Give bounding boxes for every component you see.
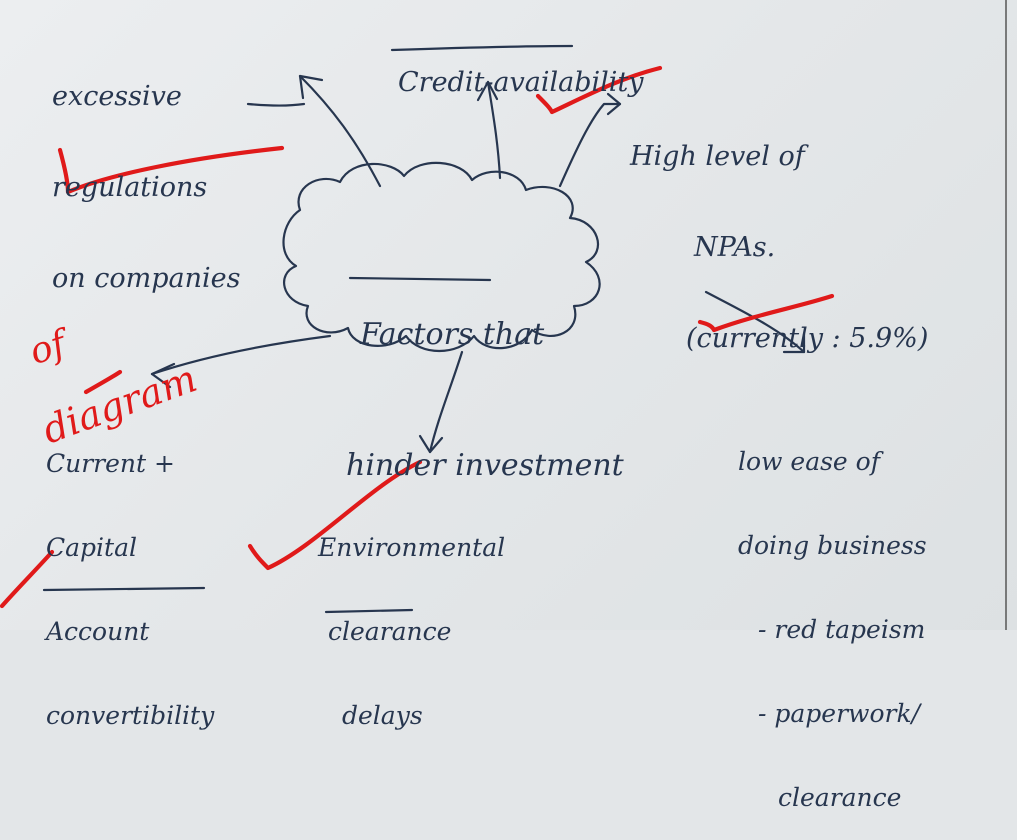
clearance-line-2: clearance — [328, 617, 452, 646]
red-tick-credit — [535, 65, 663, 115]
capital-account-line-1: Current + — [46, 449, 175, 478]
ease-line-3: - red tapeism — [758, 615, 926, 644]
arrow-to-credit — [486, 80, 502, 180]
capital-account-line-4: convertibility — [46, 701, 215, 730]
capital-account-line-3: Account — [46, 617, 150, 646]
ease-of-business-label: low ease of doing business - red tapeism… — [738, 392, 927, 840]
underline-regulations — [246, 102, 306, 107]
npas-line-2: NPAs. — [694, 232, 776, 264]
center-line-2: hinder investment — [346, 447, 624, 483]
arrow-head-npas — [606, 92, 622, 116]
regulations-line-1: excessive — [52, 81, 182, 113]
underline-credit — [390, 44, 574, 52]
underline-clearance — [324, 608, 414, 614]
clearance-line-3: delays — [342, 701, 423, 730]
clearance-line-1: Environmental — [318, 533, 506, 562]
center-cloud — [282, 161, 601, 353]
ease-line-5: clearance — [778, 783, 902, 812]
red-tick-bottom — [247, 459, 423, 571]
credit-text: Credit-availability — [398, 67, 644, 99]
notebook-page — [0, 0, 1017, 630]
arrow-to-capital-account — [150, 334, 332, 376]
arrow-to-npas — [558, 102, 622, 188]
npas-line-3: (currently : 5.9%) — [686, 322, 929, 354]
arrow-head-capital-account — [150, 362, 176, 389]
center-line-1: Factors that — [360, 317, 545, 352]
regulations-label: excessive regulations on companies — [52, 22, 240, 324]
underline-center — [348, 276, 492, 282]
ease-line-4: - paperwork/ — [758, 699, 921, 728]
arrow-head-regulations — [298, 74, 324, 100]
arrow-to-clearance — [428, 350, 464, 454]
capital-account-line-2: Capital — [46, 533, 137, 562]
margin-note-line-2: diagram — [36, 356, 203, 453]
credit-label: Credit-availability — [398, 8, 644, 129]
red-scribble-current — [83, 369, 123, 395]
regulations-line-3: on companies — [52, 262, 241, 294]
clearance-label: Environmental clearance delays — [318, 478, 505, 758]
diagram-canvas — [0, 44, 835, 614]
ease-line-1: low ease of — [738, 447, 880, 476]
npas-line-1: High level of — [630, 141, 805, 173]
npas-label: High level of NPAs. (currently : 5.9%) — [630, 82, 928, 384]
arrow-head-ease-of-business — [782, 332, 806, 354]
arrow-to-ease-of-business — [704, 290, 806, 354]
red-tick-regulations — [57, 145, 285, 195]
arrow-head-credit — [476, 80, 499, 102]
center-label: Factors that hinder investment — [346, 226, 624, 531]
arrow-head-clearance — [418, 434, 444, 454]
arrow-to-regulations — [298, 74, 382, 188]
underline-capital-account — [42, 586, 206, 592]
red-mark-left — [0, 549, 55, 609]
page-margin-line — [1005, 0, 1007, 630]
regulations-line-2: regulations — [52, 172, 208, 204]
red-tick-ease-of-business — [697, 293, 835, 333]
ease-line-2: doing business — [738, 531, 927, 560]
